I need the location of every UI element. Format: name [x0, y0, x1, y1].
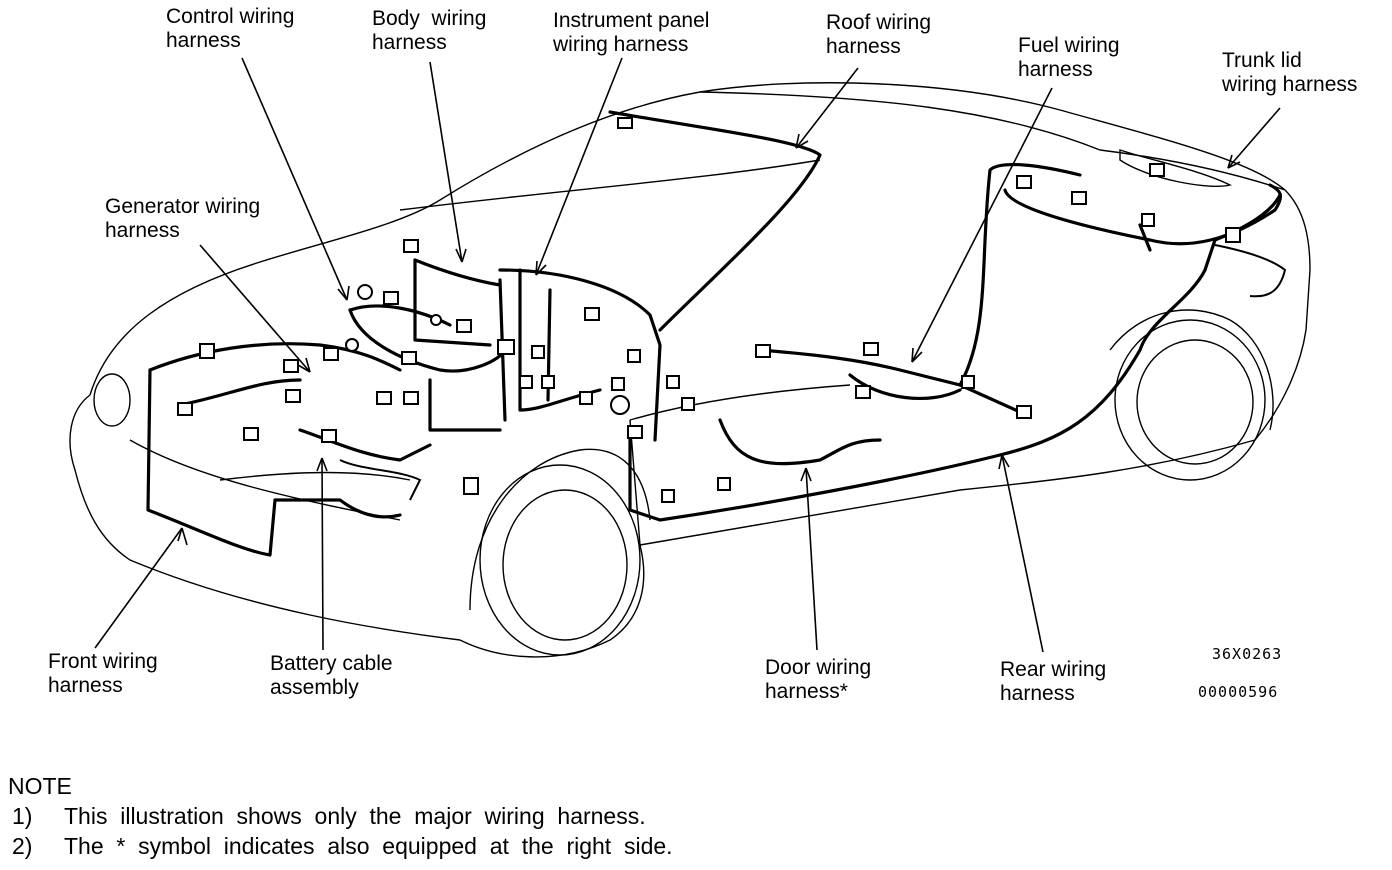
label-line: wiring harness — [553, 33, 689, 56]
label-control-wiring-harness: Control wiring harness — [166, 5, 294, 53]
label-line: harness — [1018, 58, 1093, 81]
label-line: Trunk lid — [1222, 49, 1302, 72]
note-item-2: 2) The * symbol indicates also equipped a… — [8, 832, 673, 860]
label-instrument-panel-wiring-harness: Instrument panel wiring harness — [553, 9, 709, 57]
harness-lines — [146, 110, 1287, 557]
note-item-1: 1) This illustration shows only the major… — [8, 802, 646, 830]
label-line: harness — [1000, 682, 1075, 705]
label-line: harness — [48, 674, 123, 697]
label-line: Fuel wiring — [1018, 34, 1120, 57]
car-wiring-diagram — [69, 57, 1311, 658]
label-line: Rear wiring — [1000, 658, 1107, 681]
label-line: Control wiring — [166, 5, 295, 28]
note-item-number: 1) — [12, 803, 33, 829]
label-line: harness* — [765, 680, 848, 703]
label-trunk-lid-wiring-harness: Trunk lid wiring harness — [1222, 49, 1357, 97]
label-line: Instrument panel — [553, 9, 710, 32]
label-line: harness — [826, 35, 901, 58]
label-body-wiring-harness: Body wiring harness — [372, 7, 486, 55]
car-body-outline — [69, 82, 1311, 658]
label-line: Battery cable — [270, 652, 393, 675]
note-item-text: The * symbol indicates also equipped at … — [64, 833, 673, 859]
connectors — [177, 117, 1241, 503]
document-code: 00000596 — [1198, 683, 1279, 701]
leader-arrows — [94, 57, 1281, 653]
note-item-number: 2) — [12, 833, 33, 859]
label-door-wiring-harness: Door wiring harness* — [765, 656, 871, 704]
label-rear-wiring-harness: Rear wiring harness — [1000, 658, 1106, 706]
label-line: assembly — [270, 676, 359, 699]
note-item-text: This illustration shows only the major w… — [64, 803, 646, 829]
label-line: harness — [166, 29, 241, 52]
label-fuel-wiring-harness: Fuel wiring harness — [1018, 34, 1120, 82]
label-front-wiring-harness: Front wiring harness — [48, 650, 158, 698]
label-line: Body wiring — [372, 7, 487, 30]
label-line: harness — [105, 219, 180, 242]
label-line: wiring harness — [1222, 73, 1358, 96]
label-line: Generator wiring — [105, 195, 261, 218]
label-generator-wiring-harness: Generator wiring harness — [105, 195, 260, 243]
note-title: NOTE — [8, 773, 72, 799]
label-line: harness — [372, 31, 447, 54]
figure-code: 36X0263 — [1212, 645, 1283, 663]
label-line: Front wiring — [48, 650, 158, 673]
label-line: Roof wiring — [826, 11, 932, 34]
label-roof-wiring-harness: Roof wiring harness — [826, 11, 931, 59]
label-battery-cable-assembly: Battery cable assembly — [270, 652, 393, 700]
label-line: Door wiring — [765, 656, 872, 679]
